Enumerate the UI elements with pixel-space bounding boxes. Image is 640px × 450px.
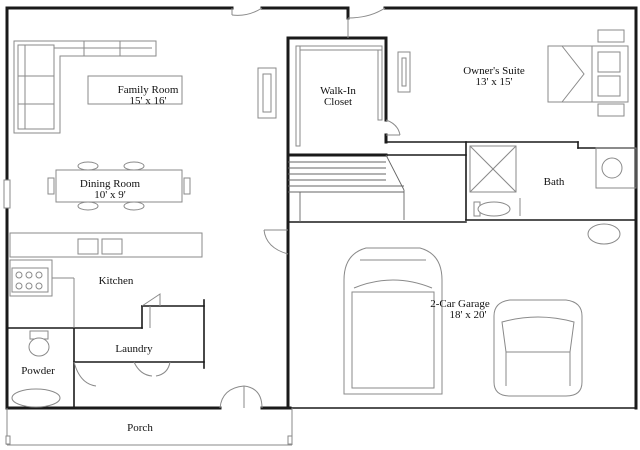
dining-room-size: 10' x 9' [94,189,125,201]
water-heater [587,223,621,245]
porch [5,385,293,446]
counter-l [9,259,75,328]
shower [469,145,517,193]
kitchen-island [9,232,203,258]
garage-door [263,229,289,255]
top-door [231,7,263,16]
kitchen-label: Kitchen [99,275,134,287]
garage-label: 2-Car Garage [430,298,490,310]
laundry-label: Laundry [115,343,153,355]
dining-table [47,161,191,211]
closet-door [385,119,401,136]
porch-label: Porch [127,422,153,434]
garage-suv [343,247,443,395]
coffee-table [87,75,183,105]
family-room-size: 15' x 16' [130,95,167,107]
powder-toilet [28,330,50,357]
cooktop [11,267,49,293]
laundry-door [73,361,171,387]
garage-car [493,299,583,397]
powder-sink [11,388,61,408]
dining-room-label: Dining Room [80,178,141,190]
interior-walls [6,6,637,410]
garage-size: 18' x 20' [450,309,487,321]
tv-console [257,67,277,119]
owners-suite-size: 13' x 15' [476,76,513,88]
family-room-label: Family Room [118,84,179,96]
outer-walls [5,6,638,410]
powder-label: Powder [21,365,55,377]
bath-sink [595,147,637,189]
stairs [288,154,405,222]
owners-suite-label: Owner's Suite [463,65,525,77]
walk-in-closet-label-1: Walk-In [320,85,356,97]
bath-toilet [473,201,511,217]
suite-tv [397,51,411,93]
bath-label: Bath [544,176,565,188]
suite-door [347,7,386,38]
fridge-door [141,293,161,328]
walk-in-closet-label-2: Closet [324,96,352,108]
sectional-sofa [13,40,157,134]
window-left [3,179,11,209]
closet-shelving [295,45,383,147]
owners-bed [547,29,629,117]
